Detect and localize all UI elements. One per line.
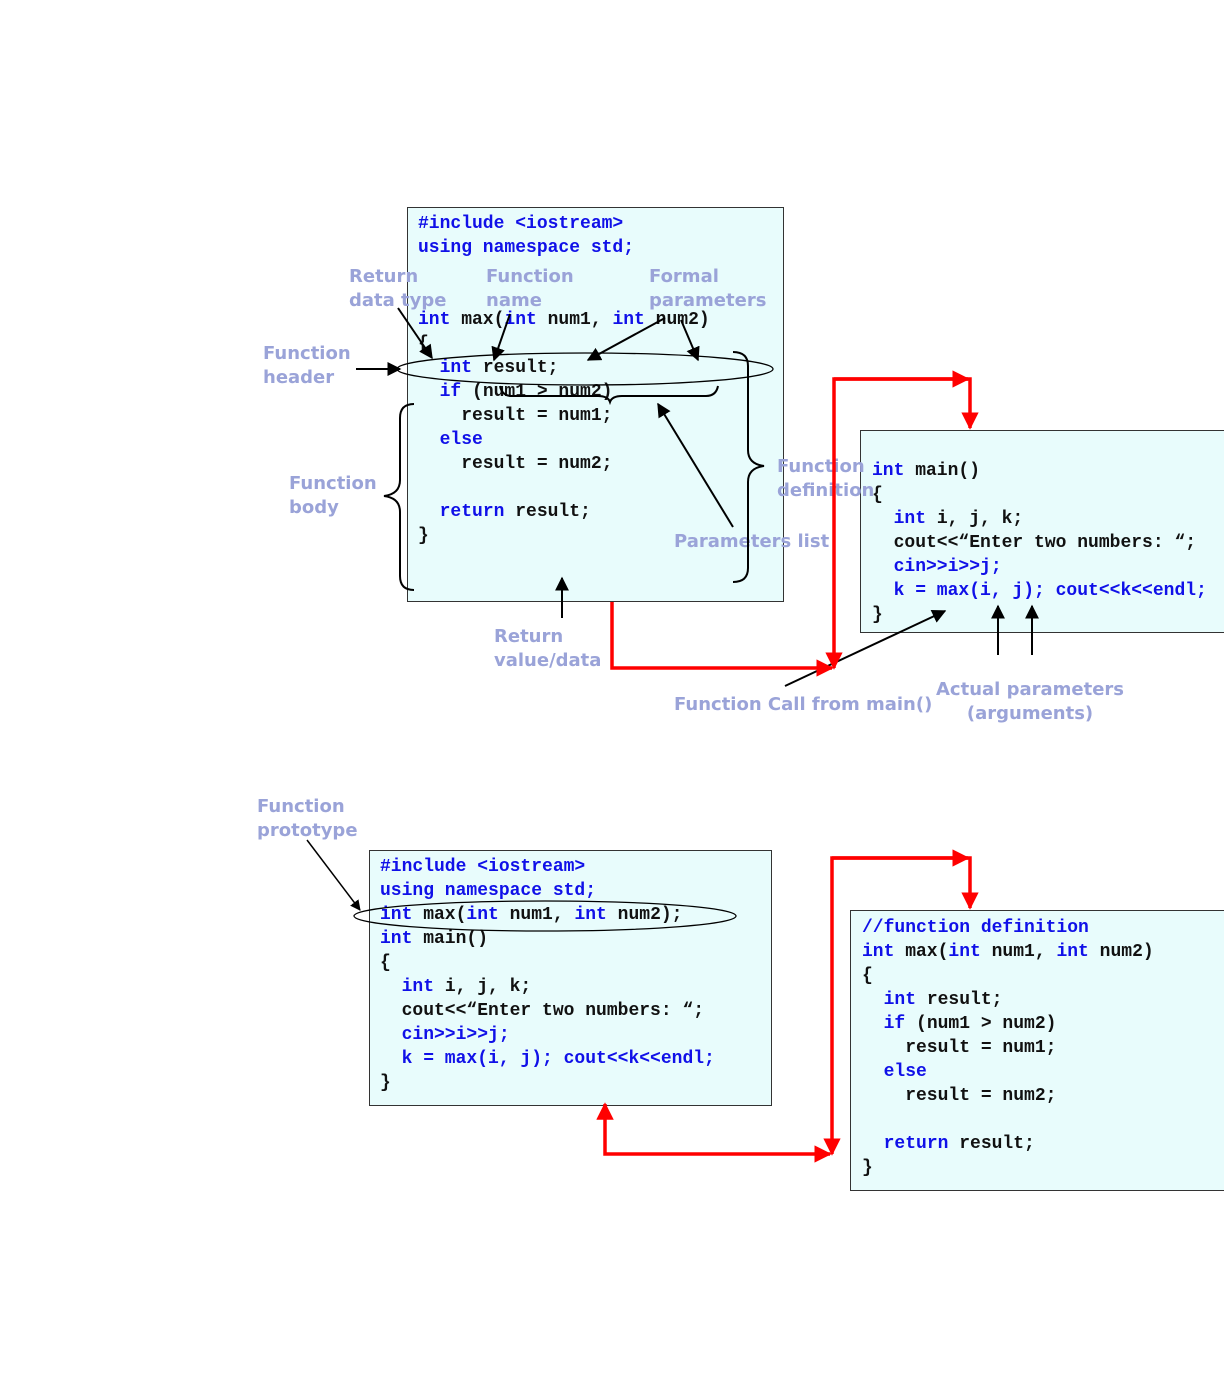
code-line: else [418, 428, 710, 452]
code-line: { [380, 951, 715, 975]
code-line: int result; [418, 356, 710, 380]
code-text: } [418, 526, 429, 546]
code-keyword: int [1056, 942, 1089, 962]
code-line: using namespace std; [380, 879, 715, 903]
code-text: num2) [1088, 942, 1154, 962]
code-line: #include <iostream> [418, 212, 710, 236]
arrow-formal-param-2 [680, 319, 700, 362]
code-keyword: using namespace std; [418, 238, 635, 258]
function-definition-box [407, 207, 784, 602]
code-line: } [862, 1156, 1154, 1180]
code-keyword: cin>>i>>j; [380, 1025, 510, 1045]
code-line: } [418, 524, 710, 548]
code-line: cin>>i>>j; [380, 1023, 715, 1047]
code-text: max( [412, 905, 467, 925]
code-line: int i, j, k; [380, 975, 715, 999]
code-keyword: else [439, 430, 483, 450]
code-line: int max(int num1, int num2) [418, 308, 710, 332]
code-keyword: return [439, 502, 505, 522]
code-line: cout<<“Enter two numbers: “; [380, 999, 715, 1023]
code-text: cout<<“Enter two numbers: “; [380, 1001, 705, 1021]
flow-arrow-call-2 [823, 856, 979, 1156]
label-function-body: Function body [289, 473, 377, 518]
code-keyword: int [380, 905, 413, 925]
code-text: i, j, k; [434, 977, 532, 997]
arrow-function-name [491, 313, 511, 362]
label-function-header: Function header [263, 343, 351, 388]
code-keyword: int [439, 358, 473, 378]
code-line: } [380, 1071, 715, 1095]
code-keyword: int [574, 905, 607, 925]
code-line: return result; [418, 500, 710, 524]
label-function-name: Function name [486, 266, 574, 311]
code-text: num2); [606, 905, 683, 925]
code-text: result = num1; [418, 406, 613, 426]
arrow-formal-param-1 [586, 317, 666, 361]
flow-arrow-return-1 [610, 602, 834, 677]
function-definition-brace [732, 351, 765, 583]
function-header-ellipse [396, 352, 774, 386]
label-function-prototype: Function prototype [257, 796, 358, 841]
code-text: result; [472, 358, 559, 378]
arrow-parameters-list [657, 402, 734, 528]
code-text: main() [412, 929, 489, 949]
flow-arrow-call-1 [825, 377, 979, 670]
code-line: int main() [380, 927, 715, 951]
code-keyword: using namespace std; [380, 881, 597, 901]
parameters-list-brace [499, 385, 719, 406]
arrow-return-type [397, 307, 433, 360]
code-keyword: int [418, 310, 451, 330]
label-parameters-list: Parameters list [674, 531, 830, 552]
arrow-function-call [784, 610, 947, 687]
code-keyword: #include <iostream> [380, 857, 586, 877]
label-actual-parameters: Actual parameters (arguments) [936, 679, 1125, 724]
code-text: result = num2; [418, 454, 613, 474]
code-keyword: if [439, 382, 462, 402]
arrow-function-prototype [306, 839, 361, 911]
label-formal-parameters: Formal parameters [649, 266, 767, 311]
code-line: result = num2; [418, 452, 710, 476]
code-text: } [380, 1073, 391, 1093]
code-keyword: int [504, 310, 537, 330]
code-text: num1, [980, 942, 1057, 962]
code-line: int max(int num1, int num2); [380, 903, 715, 927]
prototype-main-box [369, 850, 772, 1106]
flow-arrow-return-2 [596, 1102, 832, 1163]
code-line: using namespace std; [418, 236, 710, 260]
code-keyword: int [380, 929, 413, 949]
label-function-call: Function Call from main() [674, 694, 933, 715]
code-text: result; [504, 502, 591, 522]
code-text: num2) [644, 310, 710, 330]
code-keyword: #include <iostream> [418, 214, 624, 234]
code-line: k = max(i, j); cout<<k<<endl; [380, 1047, 715, 1071]
label-return-data-type: Return data type [349, 266, 447, 311]
code-text: max( [450, 310, 505, 330]
code-keyword: k = max(i, j); cout<<k<<endl; [380, 1049, 715, 1069]
code-text: { [380, 953, 391, 973]
code-line: #include <iostream> [380, 855, 715, 879]
code-text: num1, [536, 310, 613, 330]
code-keyword: int [612, 310, 645, 330]
function-prototype-ellipse [353, 900, 737, 932]
code-keyword: int [401, 977, 435, 997]
prototype-main-code: #include <iostream>using namespace std;i… [380, 855, 715, 1095]
label-return-value: Return value/data [494, 626, 602, 671]
code-line: result = num1; [418, 404, 710, 428]
code-text: } [862, 1158, 873, 1178]
code-text: num1, [498, 905, 575, 925]
code-keyword: int [466, 905, 499, 925]
function-body-brace [383, 403, 415, 591]
